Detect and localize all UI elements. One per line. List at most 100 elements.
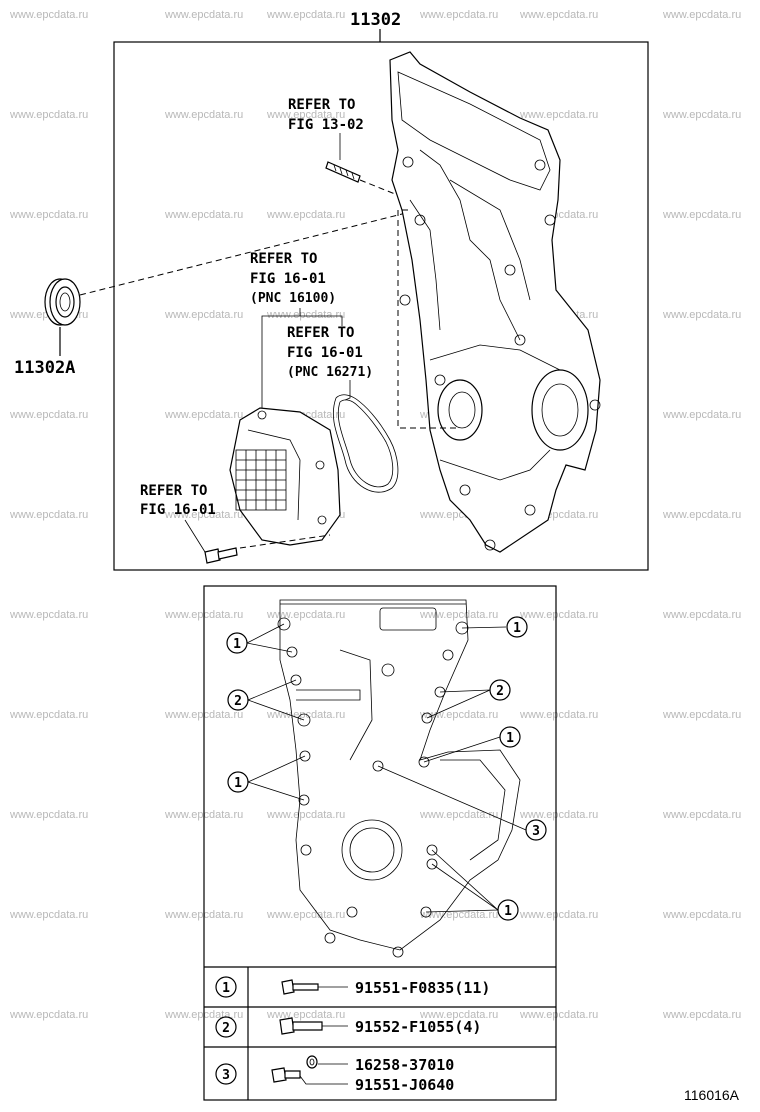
watermark-text: www.epcdata.ru <box>519 909 598 921</box>
bolt-holes <box>277 617 469 958</box>
seal-part-number[interactable]: 11302A <box>14 358 75 378</box>
callout-circle-1c[interactable]: 1 <box>499 726 521 748</box>
refer-3-line-3: (PNC 16271) <box>287 365 373 380</box>
timing-chain-cover-drawing <box>389 51 601 553</box>
callout-label: 1 <box>234 776 242 791</box>
watermark-text: www.epcdata.ru <box>662 809 741 821</box>
callout-circle-1d[interactable]: 1 <box>227 771 249 793</box>
refer-1-line-1: REFER TO <box>288 97 355 113</box>
main-part-number[interactable]: 11302 <box>350 10 401 30</box>
callout-label: 1 <box>504 904 512 919</box>
watermark-text: www.epcdata.ru <box>9 909 88 921</box>
watermark-text: www.epcdata.ru <box>519 109 598 121</box>
bolt-icon <box>281 979 295 995</box>
watermark-text: www.epcdata.ru <box>419 1009 498 1021</box>
stud-bolt-drawing <box>325 161 361 183</box>
watermark-text: www.epcdata.ru <box>266 9 345 21</box>
legend-key: 2 <box>222 1021 230 1036</box>
legend-part-number[interactable]: 16258-37010 <box>355 1056 454 1074</box>
watermark-text: www.epcdata.ru <box>662 709 741 721</box>
watermark-text: www.epcdata.ru <box>266 109 345 121</box>
callout-label: 1 <box>233 637 241 652</box>
watermark-text: www.epcdata.ru <box>519 709 598 721</box>
watermark-text: www.epcdata.ru <box>266 1009 345 1021</box>
legend-leader <box>299 1075 348 1085</box>
callout-circle-1e[interactable]: 1 <box>497 899 519 921</box>
watermark-text: www.epcdata.ru <box>164 409 243 421</box>
legend-row-2[interactable]: 2 91552-F1055(4) <box>215 1016 481 1038</box>
refer-2-line-2[interactable]: FIG 16-01 <box>250 271 326 287</box>
watermark-text: www.epcdata.ru <box>662 9 741 21</box>
watermark-text: www.epcdata.ru <box>9 809 88 821</box>
watermark-text: www.epcdata.ru <box>662 909 741 921</box>
watermark-text: www.epcdata.ru <box>164 209 243 221</box>
bolt-icon <box>271 1067 287 1083</box>
watermark-text: www.epcdata.ru <box>164 509 243 521</box>
watermark-text: www.epcdata.ru <box>419 609 498 621</box>
watermark-text: www.epcdata.ru <box>266 809 345 821</box>
pump-bolt-drawing <box>204 547 238 564</box>
legend-row-3[interactable]: 3 16258-37010 91551-J0640 <box>215 1055 454 1094</box>
watermark-text: www.epcdata.ru <box>519 809 598 821</box>
watermark-text: www.epcdata.ru <box>9 209 88 221</box>
washer-icon <box>306 1055 318 1069</box>
watermark-text: www.epcdata.ru <box>9 409 88 421</box>
callout-circle-3[interactable]: 3 <box>525 819 547 841</box>
water-pump-gasket-drawing <box>332 394 399 493</box>
watermark-text: www.epcdata.ru <box>164 9 243 21</box>
refer-4-leader <box>184 519 206 553</box>
watermark-text: www.epcdata.ru <box>519 609 598 621</box>
watermark-text: www.epcdata.ru <box>662 609 741 621</box>
watermark-text: www.epcdata.ru <box>266 209 345 221</box>
callout-circle-1a[interactable]: 1 <box>226 632 248 654</box>
callout-circle-2a[interactable]: 2 <box>227 689 249 711</box>
watermark-text: www.epcdata.ru <box>419 709 498 721</box>
watermark-text: www.epcdata.ru <box>662 109 741 121</box>
legend-part-number[interactable]: 91552-F1055(4) <box>355 1018 481 1036</box>
stud-alignment-line <box>359 179 401 197</box>
refer-2-leader <box>261 315 343 410</box>
pump-bolt-line <box>239 534 331 549</box>
watermark-text: www.epcdata.ru <box>662 209 741 221</box>
watermark-text: www.epcdata.ru <box>419 9 498 21</box>
watermark-text: www.epcdata.ru <box>9 109 88 121</box>
watermark-text: www.epcdata.ru <box>266 609 345 621</box>
watermark-text: www.epcdata.ru <box>266 909 345 921</box>
watermark-text: www.epcdata.ru <box>9 509 88 521</box>
callout-circle-2b[interactable]: 2 <box>489 679 511 701</box>
figure-id: 116016A <box>684 1087 740 1103</box>
bolt-shank-icon <box>292 983 319 991</box>
refer-2-line-1: REFER TO <box>250 251 317 267</box>
top-panel-frame <box>113 41 649 571</box>
watermark-text: www.epcdata.ru <box>519 1009 598 1021</box>
pump-alignment-line <box>397 209 460 429</box>
callout-circle-1b[interactable]: 1 <box>506 616 528 638</box>
legend-part-number[interactable]: 91551-F0835(11) <box>355 979 490 997</box>
watermark-text: www.epcdata.ru <box>164 309 243 321</box>
bolt-icon <box>279 1017 295 1035</box>
bolt-shank-icon <box>292 1021 323 1031</box>
legend-row-1[interactable]: 1 91551-F0835(11) <box>215 976 490 998</box>
callout-label: 3 <box>532 824 540 839</box>
refer-4-line-2[interactable]: FIG 16-01 <box>140 502 216 518</box>
callout-label: 2 <box>234 694 242 709</box>
refer-3-line-1: REFER TO <box>287 325 354 341</box>
watermark-text: www.epcdata.ru <box>419 809 498 821</box>
bolt-map-frame <box>203 585 557 1101</box>
watermark-text: www.epcdata.ru <box>9 609 88 621</box>
seal-alignment-line <box>79 211 411 296</box>
oil-seal-drawing <box>44 278 81 326</box>
watermark-text: www.epcdata.ru <box>164 109 243 121</box>
refer-1-line-2[interactable]: FIG 13-02 <box>288 117 364 133</box>
washer-hole-icon <box>309 1058 315 1066</box>
watermark-text: www.epcdata.ru <box>9 709 88 721</box>
watermark-text: www.epcdata.ru <box>662 509 741 521</box>
callout-leaders <box>246 623 527 913</box>
water-pump-drawing <box>229 407 341 546</box>
watermark-text: www.epcdata.ru <box>9 1009 88 1021</box>
refer-3-line-2[interactable]: FIG 16-01 <box>287 345 363 361</box>
callout-label: 2 <box>496 684 504 699</box>
legend-part-number[interactable]: 91551-J0640 <box>355 1076 454 1094</box>
callout-label: 1 <box>506 731 514 746</box>
